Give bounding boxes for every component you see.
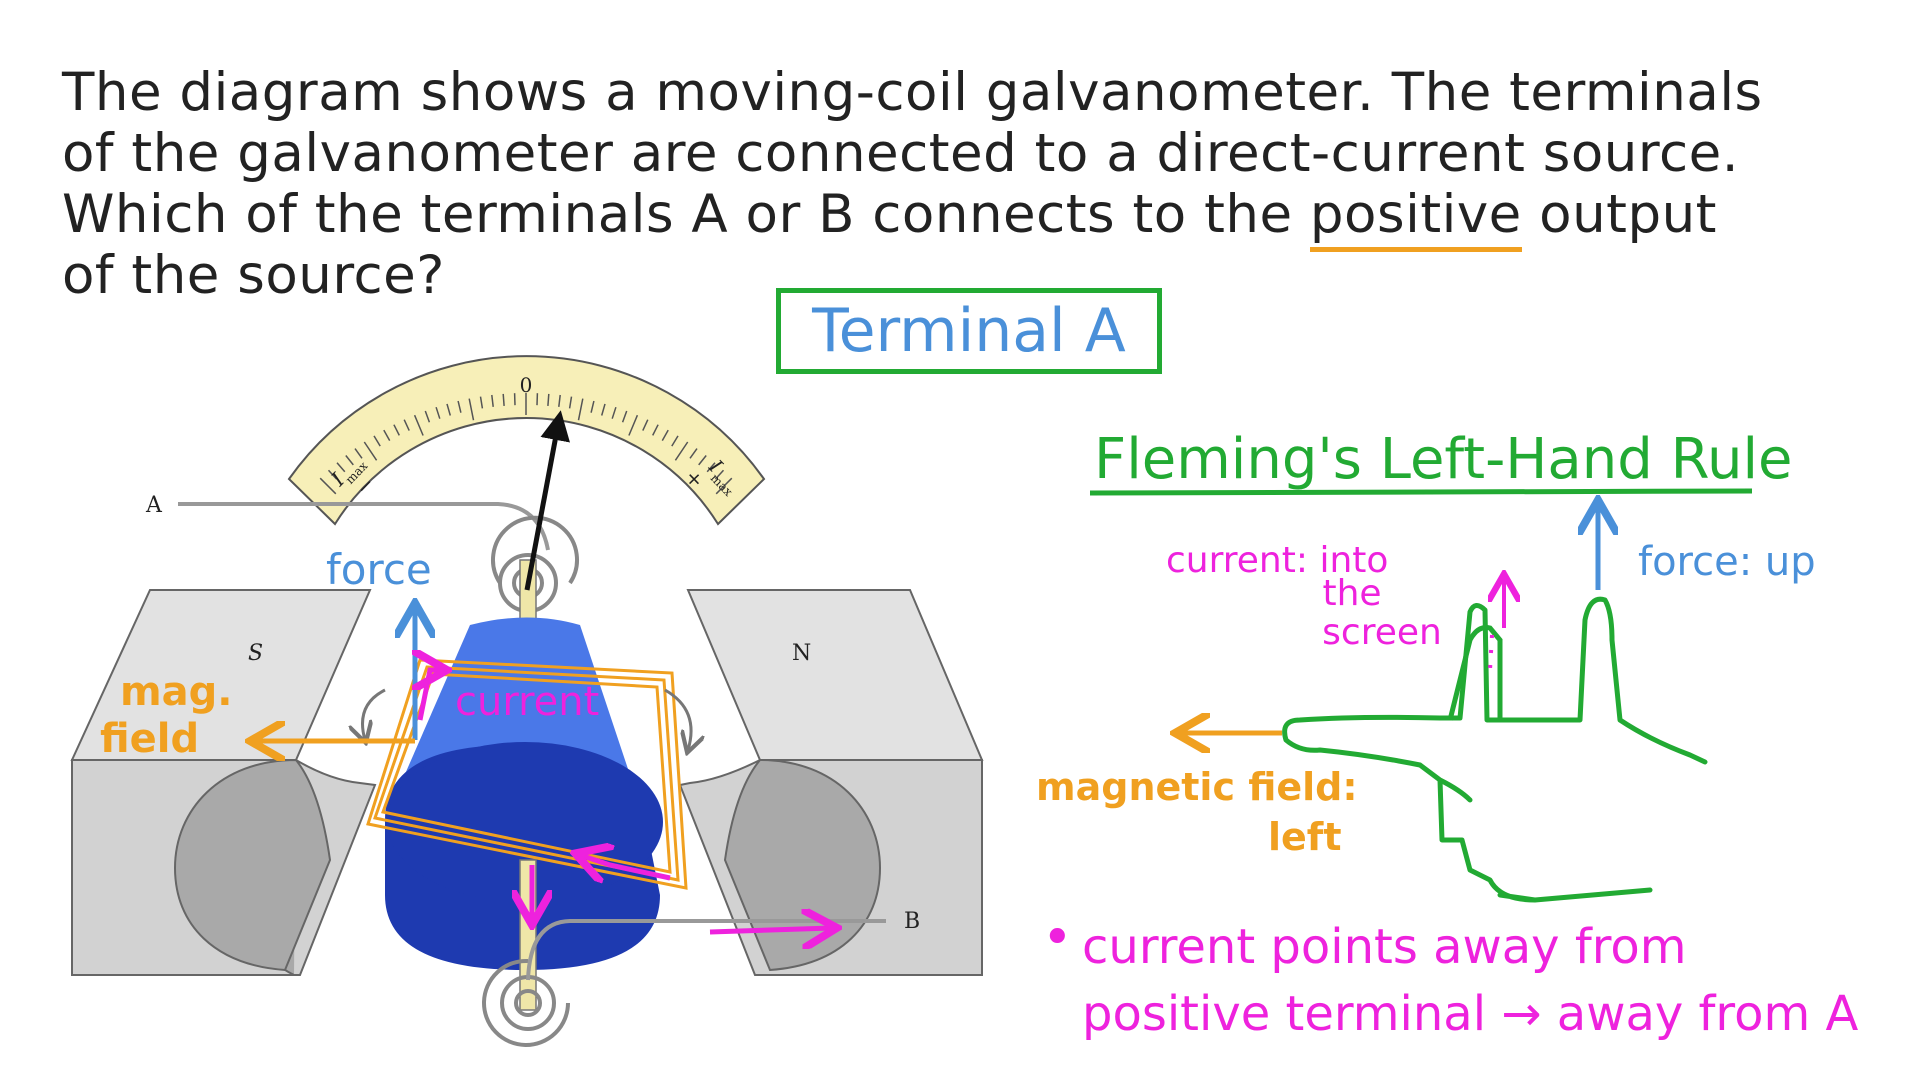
scale-tick	[600, 403, 606, 416]
field-label-line-1: mag.	[120, 669, 233, 715]
pole-s-label: S	[248, 641, 263, 666]
hand-middle-finger	[1447, 625, 1503, 721]
pole-n-label: N	[792, 641, 811, 666]
scale-tick	[714, 469, 725, 480]
note-line-2: positive terminal → away from A	[1082, 986, 1858, 1042]
scale-tick	[345, 455, 354, 466]
answer-text: Terminal A	[812, 296, 1126, 366]
scale-tick	[661, 429, 669, 441]
scale-tick	[319, 477, 337, 495]
rule-current-label-3: screen	[1322, 612, 1442, 653]
rotation-arrow-left	[363, 688, 386, 740]
rule-current-label-1: current: into	[1166, 540, 1388, 581]
scale-tick	[577, 398, 584, 421]
scale-zero-label: 0	[520, 373, 533, 397]
scale-tick	[413, 414, 424, 436]
scale-tick	[547, 393, 550, 406]
question-line-3-post: output	[1521, 184, 1717, 245]
left-hand-outline	[1282, 596, 1708, 903]
scale-tick	[611, 406, 617, 419]
iron-core	[385, 617, 663, 970]
rule-title: Fleming's Left-Hand Rule	[1094, 427, 1792, 492]
scale-tick	[698, 455, 707, 466]
scale-tick	[706, 462, 716, 473]
question-line-3: Which of the terminals A or B connects t…	[62, 184, 1762, 252]
scale-tick	[373, 435, 381, 447]
note-bullet: •	[1042, 908, 1073, 968]
scale-tick	[479, 396, 484, 409]
scale-tick	[568, 396, 573, 409]
scale-tick	[502, 393, 505, 406]
scale-tick	[652, 424, 659, 436]
rule-force-label: force: up	[1638, 539, 1816, 585]
scale-tick	[674, 441, 689, 461]
pointer-needle	[524, 410, 570, 591]
rule-title-underline	[1089, 488, 1753, 496]
rule-current-label-2: the	[1322, 573, 1381, 614]
scale-tick	[363, 441, 378, 461]
rule-current-dots	[1488, 634, 1494, 671]
scale-tick	[354, 448, 363, 459]
coil	[366, 658, 688, 890]
magnet-s: S	[70, 589, 377, 976]
positive-underlined: positive	[1309, 184, 1522, 252]
answer-box: Terminal A	[776, 288, 1162, 374]
scale-tick	[590, 400, 595, 413]
rule-field-label-1: magnetic field:	[1036, 765, 1358, 809]
force-label: force	[326, 545, 432, 594]
rotation-arrow-right	[664, 688, 691, 750]
magnet-n: N	[678, 589, 984, 976]
scale-tick	[327, 469, 338, 480]
scale-tick	[491, 394, 494, 407]
question-text: The diagram shows a moving-coil galvanom…	[62, 62, 1762, 306]
question-line-4: of the source?	[62, 245, 445, 306]
question-line-2: of the galvanometer are connected to a d…	[62, 123, 1740, 184]
scale-tick	[393, 424, 400, 436]
scale-tick	[457, 400, 462, 413]
note-line-1: current points away from	[1082, 919, 1687, 975]
scale-ticks	[319, 393, 733, 495]
scale-tick	[468, 398, 475, 421]
scale-tick	[689, 448, 698, 459]
scale-tick	[336, 462, 346, 473]
scale-tick	[424, 410, 431, 423]
scale-tick	[383, 429, 391, 441]
current-arrow-b	[709, 928, 832, 932]
scale-tick	[671, 435, 679, 447]
terminal-b-label: B	[904, 909, 920, 934]
scale-tick	[403, 419, 410, 431]
rule-field-label-2: left	[1268, 815, 1342, 859]
current-arrow-up	[420, 670, 442, 721]
scale-tick	[628, 414, 639, 436]
field-label-line-2: field	[100, 716, 199, 762]
wire-a	[178, 502, 550, 551]
current-label: current	[455, 679, 599, 725]
scale-tick	[558, 394, 561, 407]
scale-arc	[287, 355, 766, 526]
scale-tick	[621, 410, 628, 423]
wire-b	[526, 919, 886, 981]
scale-tick	[715, 477, 733, 495]
question-line-1: The diagram shows a moving-coil galvanom…	[62, 62, 1763, 123]
scale-tick	[446, 403, 452, 416]
current-arrow-bottom	[580, 855, 671, 878]
scale-tick	[642, 419, 649, 431]
terminal-a-label: A	[145, 493, 163, 518]
scale-tick	[435, 406, 441, 419]
question-line-3-pre: Which of the terminals A or B connects t…	[62, 184, 1310, 245]
